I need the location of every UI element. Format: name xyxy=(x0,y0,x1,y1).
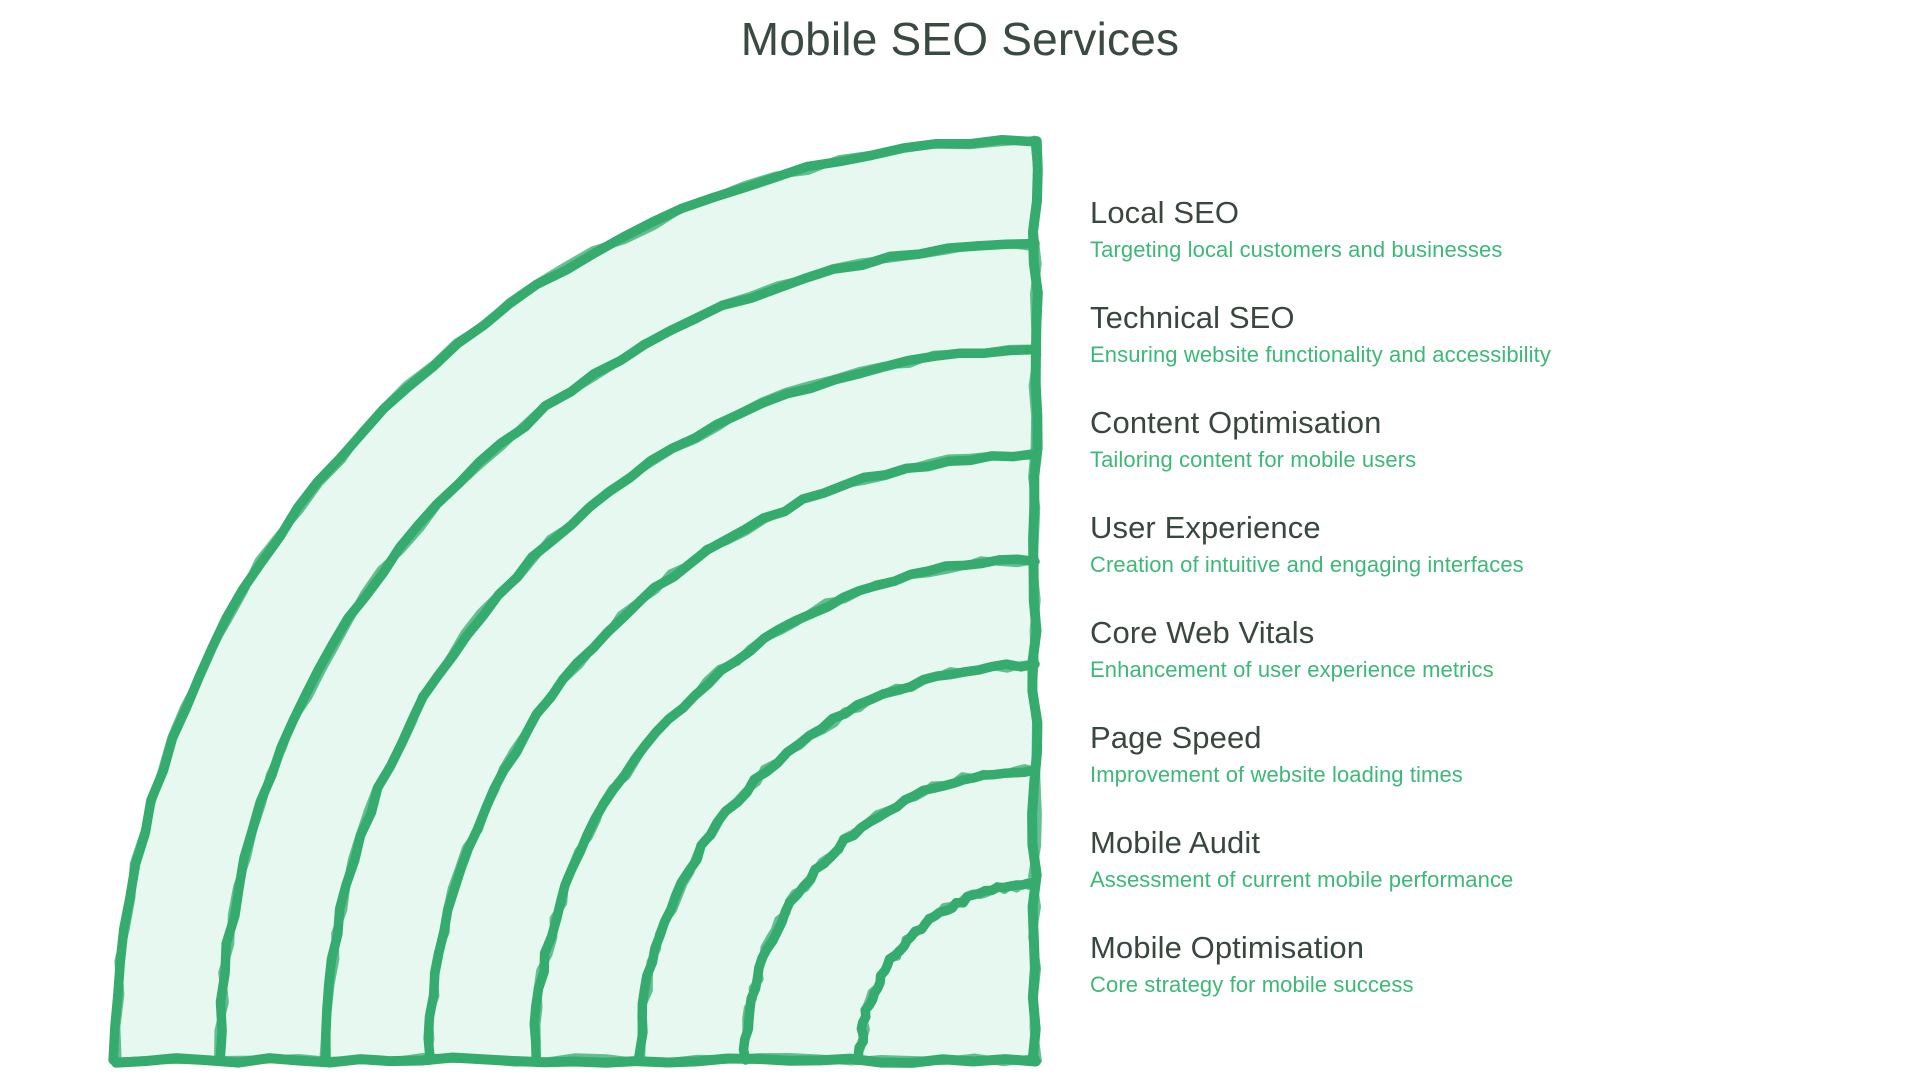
arc-band-fill xyxy=(114,140,1035,1060)
arc-stroke xyxy=(854,879,1039,1064)
arc-band[interactable] xyxy=(319,344,1040,1065)
legend-item-description: Ensuring website functionality and acces… xyxy=(1090,341,1551,367)
legend-item-description: Creation of intuitive and engaging inter… xyxy=(1090,551,1524,577)
legend-item-description: Tailoring content for mobile users xyxy=(1090,446,1417,472)
arc-right-edge xyxy=(1027,135,1043,1066)
legend-item-description: Assessment of current mobile performance xyxy=(1090,866,1514,892)
arc-svg xyxy=(108,134,1043,1068)
arc-stroke xyxy=(739,764,1039,1064)
legend-item-description: Core strategy for mobile success xyxy=(1090,971,1414,997)
arc-band[interactable] xyxy=(853,878,1040,1065)
arc-stroke xyxy=(214,240,1039,1064)
legend-item[interactable]: Local SEO Targeting local customers and b… xyxy=(1090,195,1880,301)
arc-bands-group xyxy=(108,134,1043,1068)
arc-band[interactable] xyxy=(738,764,1040,1065)
arc-edge-stroke xyxy=(112,1052,1040,1067)
arc-edge-stroke xyxy=(1028,135,1042,1065)
legend-item-label: Local SEO xyxy=(1090,195,1240,230)
arc-band[interactable] xyxy=(423,448,1040,1065)
page-title: Mobile SEO Services xyxy=(740,13,1180,65)
arc-band[interactable] xyxy=(108,134,1040,1065)
legend-item-label: Core Web Vitals xyxy=(1090,615,1315,650)
legend-item-label: User Experience xyxy=(1090,510,1321,545)
legend-item-label: Technical SEO xyxy=(1090,300,1295,335)
arc-stroke xyxy=(532,556,1039,1064)
legend-item-label: Content Optimisation xyxy=(1090,405,1382,440)
legend: Local SEO Targeting local customers and b… xyxy=(1090,195,1880,1036)
arc-stroke xyxy=(112,135,1039,1064)
legend-item-description: Targeting local customers and businesses xyxy=(1090,236,1503,262)
nested-arc-diagram xyxy=(95,134,1070,1080)
legend-item[interactable]: Technical SEO Ensuring website functional… xyxy=(1090,300,1880,406)
legend-item-description: Improvement of website loading times xyxy=(1090,761,1463,787)
arc-stroke xyxy=(423,451,1039,1064)
legend-item-description: Enhancement of user experience metrics xyxy=(1090,656,1494,682)
legend-item-label: Page Speed xyxy=(1090,720,1262,755)
legend-item-label: Mobile Optimisation xyxy=(1090,930,1365,965)
arc-band[interactable] xyxy=(529,554,1040,1065)
arc-stroke xyxy=(319,344,1039,1064)
legend-item-label: Mobile Audit xyxy=(1090,825,1261,860)
arc-stroke xyxy=(637,659,1039,1064)
arc-band[interactable] xyxy=(214,238,1040,1065)
arc-band[interactable] xyxy=(633,659,1040,1065)
arc-bottom-edge xyxy=(111,1052,1041,1068)
